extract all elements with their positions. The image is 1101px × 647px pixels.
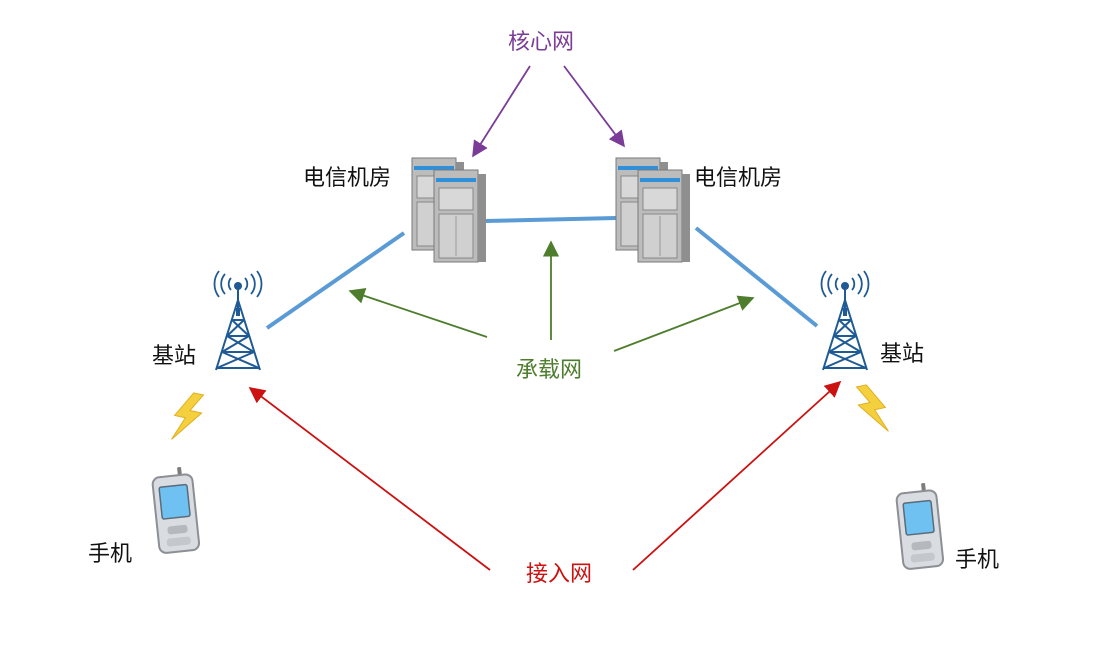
- cell-tower-icon: [820, 270, 870, 371]
- mobile-phone-icon: [150, 464, 201, 555]
- link-room-to-room: [484, 216, 617, 223]
- bearer-network-label: 承载网: [516, 358, 583, 383]
- access-network-arrows: [248, 380, 842, 571]
- lightning-bolt-icon: [169, 389, 206, 445]
- base-station-label-right: 基站: [880, 342, 925, 367]
- cell-tower-icon: [213, 270, 263, 371]
- telecom-room-label-left: 电信机房: [303, 166, 392, 191]
- server-rack-icon: [412, 158, 486, 262]
- phone-label-left: 手机: [88, 542, 133, 567]
- link-right-room-to-tower: [694, 226, 819, 328]
- bearer-network-arrows: [348, 240, 755, 352]
- lightning-bolt-icon: [854, 381, 891, 437]
- phone-label-right: 手机: [955, 548, 1000, 573]
- core-network-label: 核心网: [508, 30, 575, 55]
- mobile-phone-icon: [894, 480, 945, 571]
- server-rack-icon: [616, 158, 690, 262]
- access-network-label: 接入网: [526, 562, 593, 587]
- link-left-tower-to-room: [265, 231, 406, 330]
- telecom-room-label-right: 电信机房: [694, 166, 783, 191]
- base-station-label-left: 基站: [152, 344, 197, 369]
- core-network-arrows: [472, 65, 625, 158]
